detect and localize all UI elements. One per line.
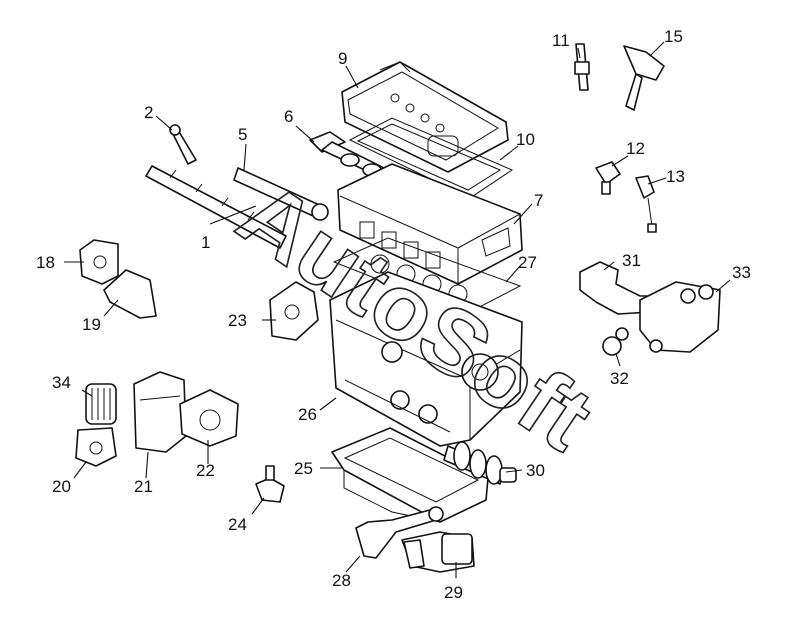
spark-plug — [574, 43, 590, 91]
callout-15: 15 — [664, 27, 683, 46]
intake-manifold — [145, 165, 287, 249]
oil-cooler — [179, 389, 239, 447]
callout-11: 11 — [552, 31, 570, 50]
thermostat — [602, 327, 629, 356]
callout-30: 30 — [526, 461, 545, 480]
callout-13: 13 — [666, 167, 685, 186]
callout-9: 9 — [338, 49, 347, 68]
ignition-coil — [623, 45, 665, 111]
callout-27: 27 — [518, 253, 537, 272]
engine-mount — [79, 239, 119, 285]
crankshaft-position-sensor — [595, 161, 621, 195]
callout-26: 26 — [298, 405, 317, 424]
timing-cover — [269, 281, 319, 341]
mount-bracket — [103, 269, 157, 319]
callout-29: 29 — [444, 583, 463, 602]
callout-32: 32 — [610, 369, 629, 388]
leader-lines — [64, 41, 731, 578]
callout-23: 23 — [228, 311, 247, 330]
callout-31: 31 — [622, 251, 641, 270]
callout-34: 34 — [52, 373, 71, 392]
crankshaft — [443, 441, 517, 485]
oil-pan — [331, 427, 489, 523]
callout-25: 25 — [294, 459, 313, 478]
callout-33: 33 — [732, 263, 751, 282]
thermostat-housing — [639, 281, 721, 353]
callout-10: 10 — [516, 130, 535, 149]
cylinder-head — [337, 163, 523, 285]
callout-24: 24 — [228, 515, 247, 534]
callout-20: 20 — [52, 477, 71, 496]
oil-filter-bracket — [133, 371, 187, 453]
callout-12: 12 — [626, 139, 645, 158]
oil-pump — [401, 531, 475, 573]
callout-1: 1 — [201, 233, 210, 252]
callout-22: 22 — [196, 461, 215, 480]
cylinder-head-cover — [341, 61, 509, 173]
callout-5: 5 — [238, 125, 247, 144]
fuel-injector — [169, 124, 197, 165]
callout-7: 7 — [534, 191, 543, 210]
oil-pickup-pipe — [355, 506, 444, 559]
oil-filter-element — [85, 383, 117, 425]
fuel-rail — [233, 167, 329, 221]
callout-6: 6 — [284, 107, 293, 126]
engine-block — [329, 271, 523, 447]
callout-2: 2 — [144, 103, 153, 122]
callouts: 1 2 5 6 7 9 10 11 12 13 15 18 19 20 21 2… — [36, 27, 751, 602]
oil-filter-housing — [75, 427, 117, 467]
callout-28: 28 — [332, 571, 351, 590]
callout-21: 21 — [134, 477, 153, 496]
knock-sensor — [635, 175, 657, 233]
callout-18: 18 — [36, 253, 55, 272]
oil-pressure-sensor — [255, 465, 285, 503]
callout-19: 19 — [82, 315, 101, 334]
